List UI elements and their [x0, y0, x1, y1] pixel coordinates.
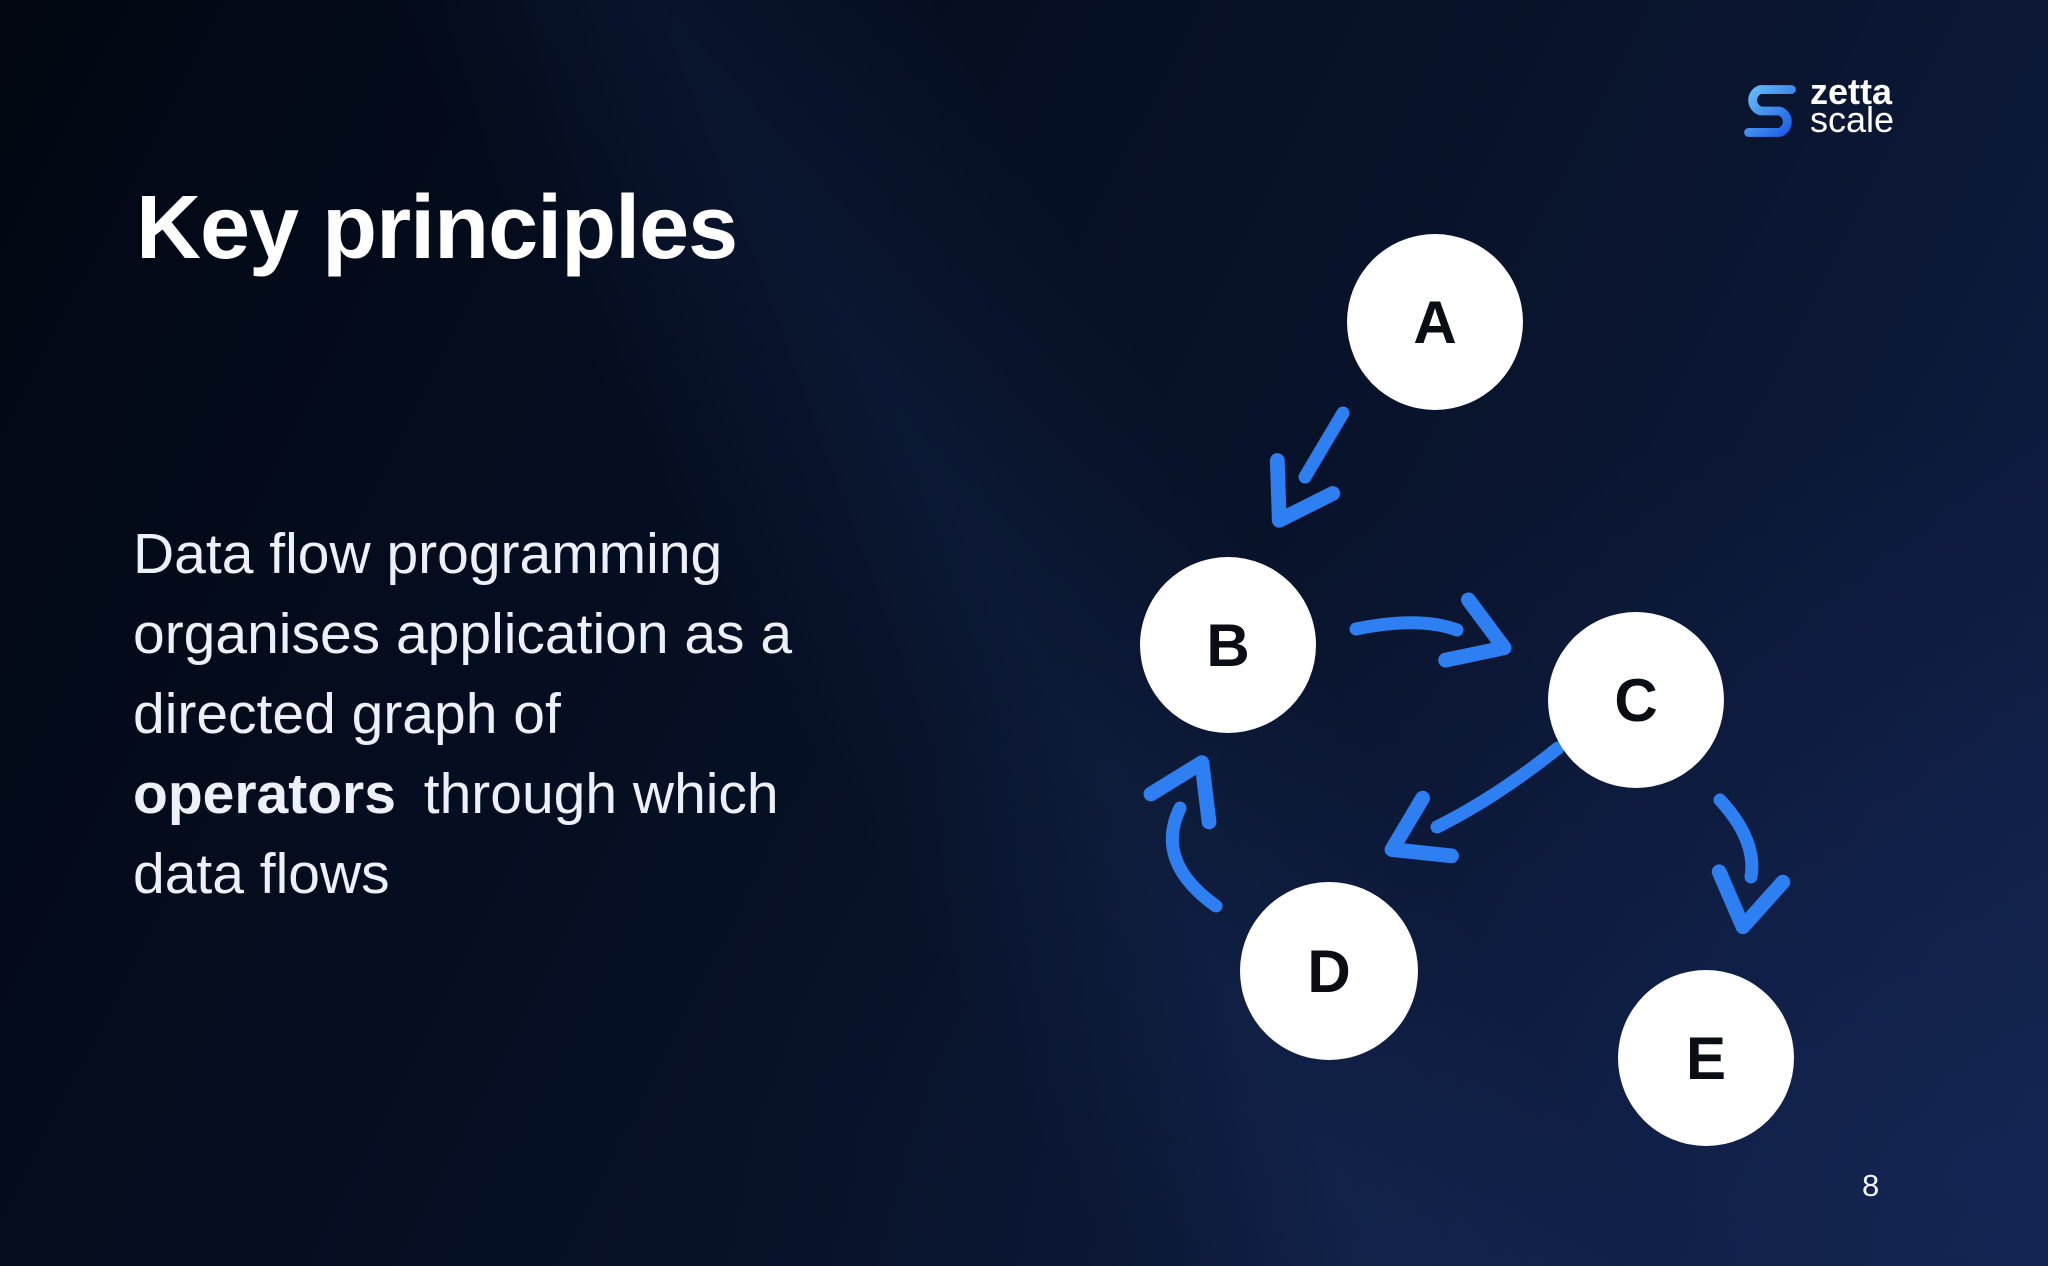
graph-node-E: E [1618, 970, 1794, 1146]
zettascale-logo-text: zetta scale [1810, 71, 1895, 140]
zettascale-logo-icon [1744, 85, 1796, 137]
node-label: A [1413, 288, 1457, 356]
graph-node-C: C [1548, 612, 1724, 788]
node-label: E [1685, 1024, 1727, 1092]
body-text-segment: directed graph of [133, 682, 561, 746]
body-paragraph: Data flow programming organises applicat… [133, 514, 804, 914]
body-line: Data flow programming [133, 514, 804, 594]
node-label: C [1614, 666, 1658, 734]
node-label: B [1206, 611, 1250, 679]
page-number: 8 [1862, 1168, 1880, 1203]
logo-word-zetta: zetta [1810, 71, 1893, 112]
slide-title: Key principles [136, 178, 738, 278]
body-text-segment: Data flow programming [133, 522, 723, 586]
logo-word-scale: scale [1810, 99, 1895, 140]
node-label: D [1307, 937, 1351, 1005]
body-line: organises application as a [133, 594, 804, 674]
body-line: directed graph of [133, 674, 804, 754]
body-line: operators through which [133, 754, 804, 834]
edge-D-B-arrow [1143, 755, 1223, 913]
body-text-bold-segment: operators [133, 762, 396, 826]
graph-node-A: A [1347, 234, 1523, 410]
zettascale-logo: zetta scale [1742, 74, 1894, 140]
graph-node-B: B [1140, 557, 1316, 733]
edge-C-E-arrow [1711, 793, 1791, 935]
graph-node-D: D [1240, 882, 1418, 1060]
edge-C-D-arrow [1384, 741, 1565, 864]
body-text-segment: through which [407, 762, 779, 826]
edge-A-B-arrow [1269, 406, 1350, 528]
body-line: data flows [133, 834, 804, 914]
edge-B-C-arrow [1349, 592, 1512, 668]
body-text-segment: data flows [133, 842, 390, 906]
body-text-segment: organises application as a [133, 602, 793, 666]
